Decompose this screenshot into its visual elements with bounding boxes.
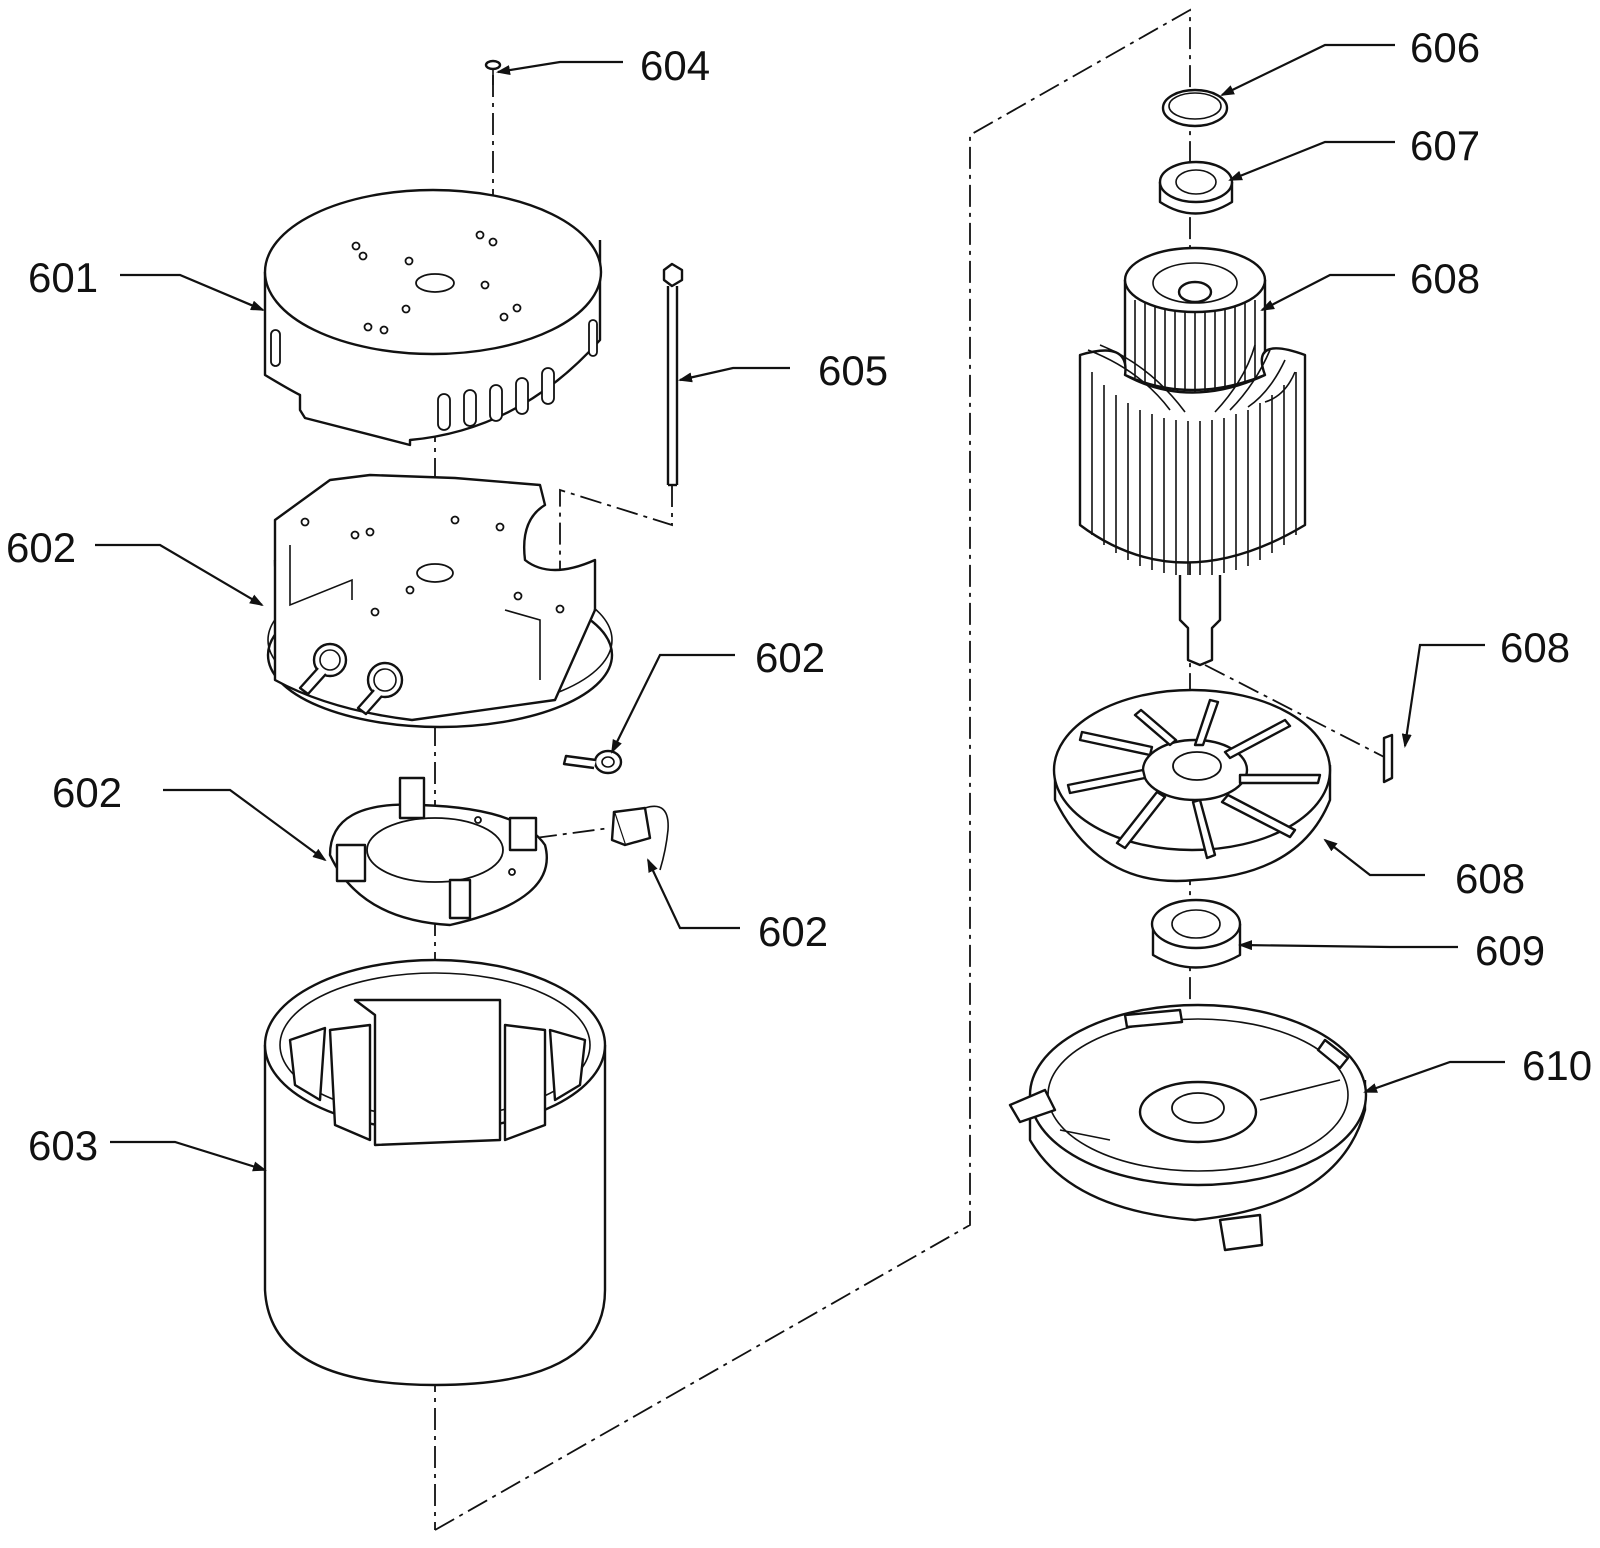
label-601: 601 xyxy=(28,254,98,301)
end-bracket-610 xyxy=(1008,1003,1368,1252)
part-labels: 604 601 605 602 602 602 602 603 606 607 … xyxy=(6,24,1592,1169)
label-604: 604 xyxy=(640,42,710,89)
retaining-ring-606 xyxy=(1161,88,1229,128)
commutator-bars xyxy=(1134,300,1256,392)
bearing-609 xyxy=(1150,898,1242,969)
carbon-brush-602 xyxy=(610,805,669,871)
label-606: 606 xyxy=(1410,24,1480,71)
label-608-key: 608 xyxy=(1500,624,1570,671)
fan-blades xyxy=(1066,698,1322,860)
screw-604 xyxy=(484,59,502,85)
label-603: 603 xyxy=(28,1122,98,1169)
label-602-plate: 602 xyxy=(52,769,122,816)
end-cover-601 xyxy=(263,188,603,447)
leader-lines xyxy=(95,43,1505,1172)
brush-plate-602 xyxy=(328,776,548,927)
label-609: 609 xyxy=(1475,927,1545,974)
bearing-607 xyxy=(1158,160,1234,215)
label-608-rotor: 608 xyxy=(1410,255,1480,302)
rotor-winding-curves xyxy=(1087,344,1296,413)
label-607: 607 xyxy=(1410,122,1480,169)
label-602-brush: 602 xyxy=(758,908,828,955)
label-602-housing: 602 xyxy=(6,524,76,571)
clip-602 xyxy=(562,749,623,775)
stator-603 xyxy=(263,958,607,1387)
brush-housing-602 xyxy=(266,473,614,729)
rotor-608 xyxy=(1078,246,1307,667)
label-608-fan: 608 xyxy=(1455,855,1525,902)
rotor-core-slots xyxy=(1091,372,1297,576)
bolt-605 xyxy=(662,262,684,487)
label-602-clip: 602 xyxy=(755,634,825,681)
label-610: 610 xyxy=(1522,1042,1592,1089)
key-608 xyxy=(1382,733,1394,784)
label-605: 605 xyxy=(818,347,888,394)
fan-608 xyxy=(1052,688,1332,883)
